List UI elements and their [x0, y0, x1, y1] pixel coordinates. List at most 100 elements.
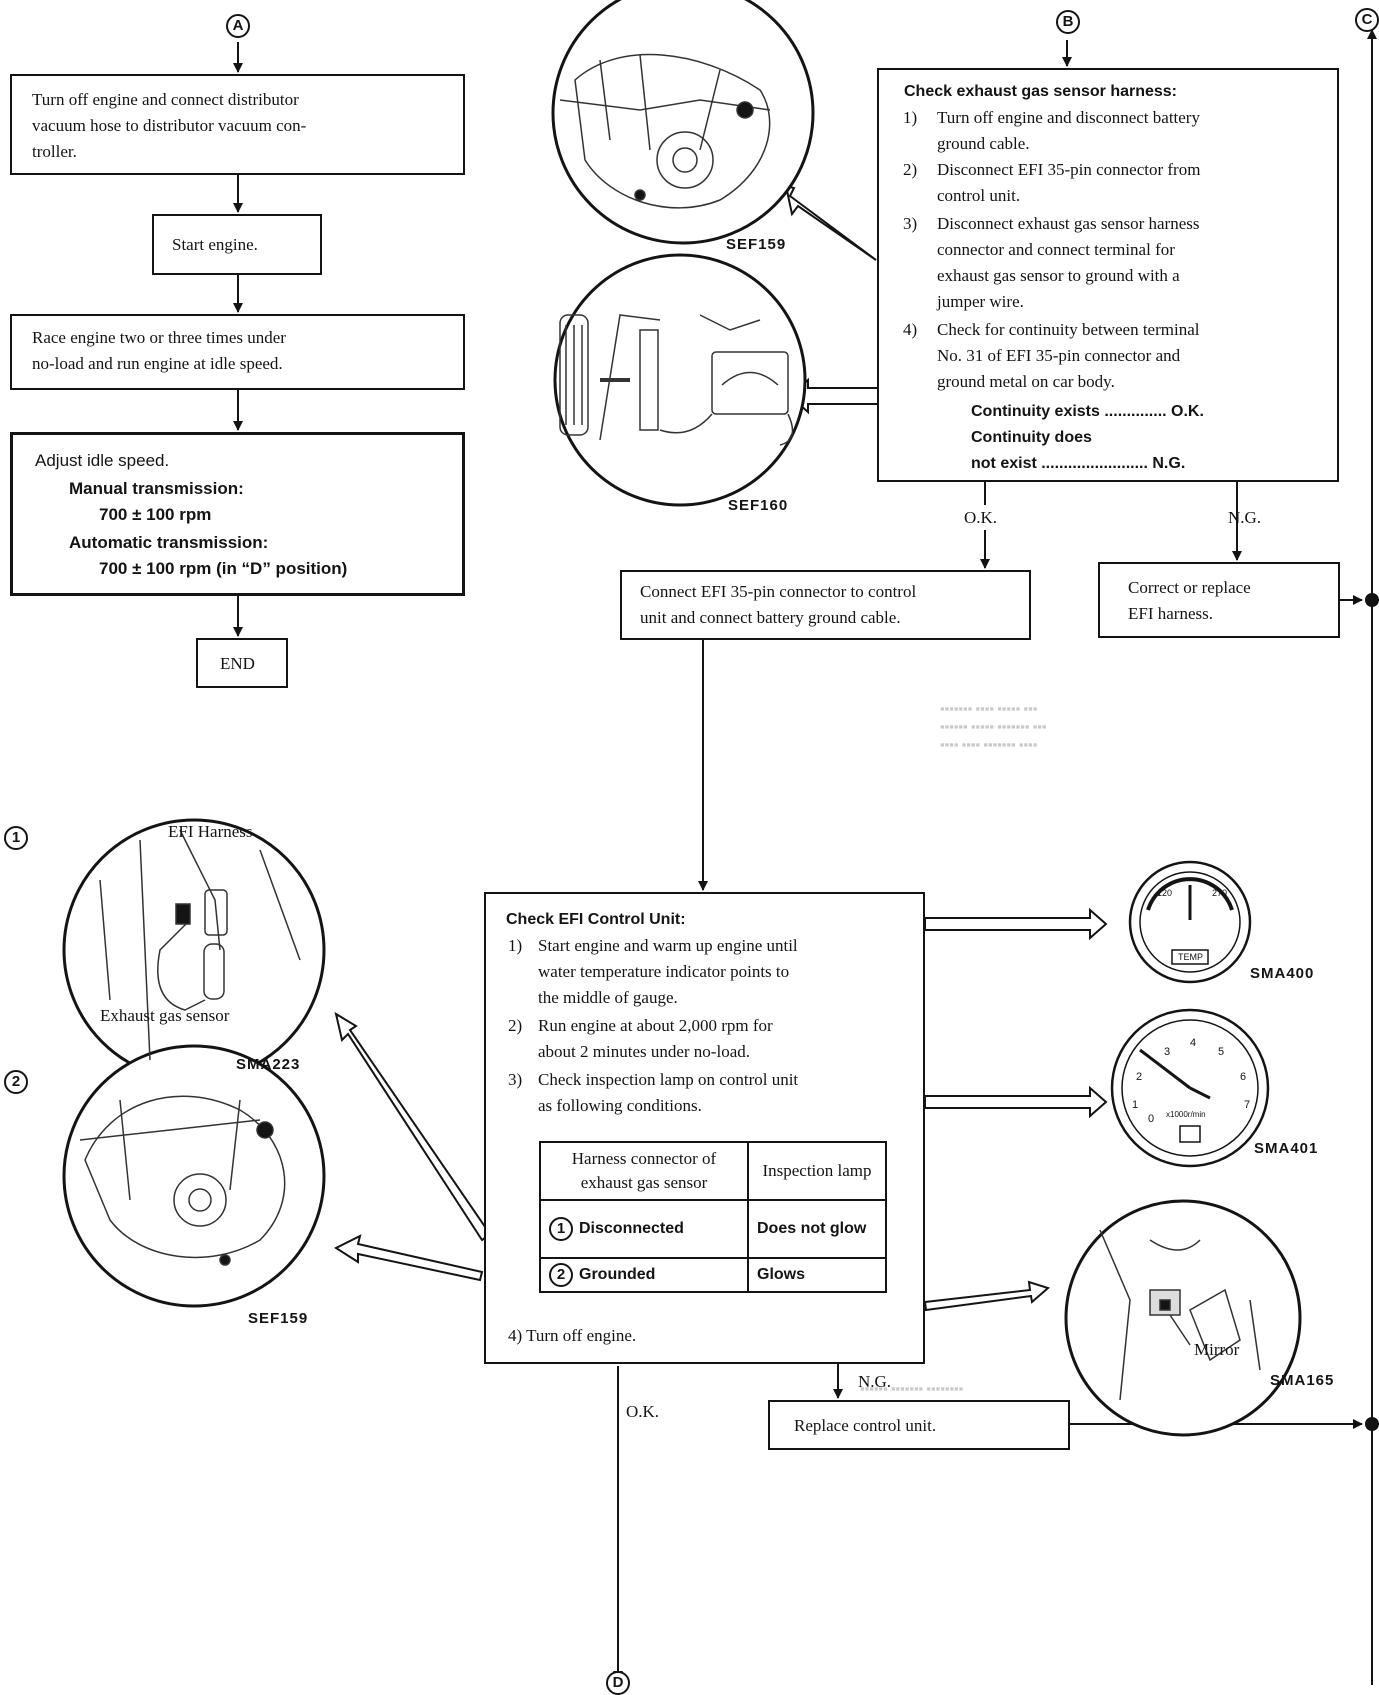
- figure-sma165: [1064, 1199, 1302, 1437]
- cond-text: Disconnected: [579, 1220, 684, 1238]
- cond-cell: 1 Disconnected: [539, 1199, 749, 1259]
- bleed-through-text: ▪▪▪▪▪▪▪ ▪▪▪▪ ▪▪▪▪▪ ▪▪▪▪▪▪▪▪▪ ▪▪▪▪▪ ▪▪▪▪▪…: [940, 701, 1047, 752]
- idle-title: Adjust idle speed.: [35, 451, 170, 470]
- marker-1: 1: [4, 826, 28, 850]
- manual-label: Manual transmission:: [69, 479, 244, 498]
- step-line: exhaust gas sensor to ground with a: [937, 266, 1180, 285]
- table-row: 2 Grounded Glows: [539, 1256, 887, 1294]
- step-check-exhaust-harness: Check exhaust gas sensor harness: 1) Tur…: [877, 68, 1339, 482]
- svg-text:6: 6: [1240, 1071, 1246, 1083]
- step-start-engine: Start engine.: [152, 214, 322, 275]
- cond-cell: 2 Grounded: [539, 1256, 749, 1294]
- control-unit-title: Check EFI Control Unit:: [506, 911, 686, 928]
- result-continuity-ok: Continuity exists .............. O.K.: [971, 403, 1204, 420]
- label-exhaust-gas-sensor: Exhaust gas sensor: [100, 1006, 230, 1025]
- step-line: Turn off engine and disconnect battery: [937, 108, 1200, 127]
- step-line: as following conditions.: [538, 1096, 702, 1115]
- svg-text:7: 7: [1244, 1099, 1250, 1111]
- step-text-line: Turn off engine and connect distributor: [32, 90, 299, 109]
- step-num: 3): [903, 214, 918, 233]
- cond-text: Grounded: [579, 1266, 656, 1284]
- table-header-row: Harness connector of exhaust gas sensor …: [539, 1141, 887, 1201]
- step-line: unit and connect battery ground cable.: [640, 608, 901, 627]
- step-line: Start engine and warm up engine until: [538, 936, 798, 955]
- row-marker: 2: [549, 1263, 573, 1287]
- step-connect-vacuum-hose: Turn off engine and connect distributor …: [10, 74, 465, 175]
- caption-sma165: SMA165: [1270, 1372, 1335, 1389]
- step-num: 1): [508, 936, 523, 955]
- end-terminal: END: [196, 638, 288, 688]
- lamp-cell: Does not glow: [747, 1199, 887, 1259]
- step-text-line: vacuum hose to distributor vacuum con-: [32, 116, 307, 135]
- step-line: about 2 minutes under no-load.: [538, 1042, 750, 1061]
- step-race-engine: Race engine two or three times under no-…: [10, 314, 465, 390]
- svg-text:5: 5: [1218, 1046, 1224, 1058]
- gauge-temp-label: TEMP: [1178, 952, 1204, 962]
- step-num: 1): [903, 108, 918, 127]
- connector-d: D: [606, 1671, 630, 1695]
- branch-ok-label: O.K.: [964, 508, 998, 527]
- step-line: jumper wire.: [937, 292, 1024, 311]
- step-text-line: Start engine.: [172, 235, 258, 254]
- step-connect-efi-connector: Connect EFI 35-pin connector to control …: [620, 570, 1031, 640]
- step-correct-efi-harness: Correct or replace EFI harness.: [1098, 562, 1340, 638]
- connector-b: B: [1056, 10, 1080, 34]
- auto-value: 700 ± 100 rpm (in “D” position): [99, 559, 348, 578]
- figure-sef160: [553, 253, 807, 507]
- step-num: 2): [508, 1016, 523, 1035]
- gauge-low-mark: 120: [1157, 888, 1173, 898]
- inspection-condition-table: Harness connector of exhaust gas sensor …: [539, 1141, 887, 1294]
- step-line: Disconnect EFI 35-pin connector from: [937, 160, 1201, 179]
- step-line: Check inspection lamp on control unit: [538, 1070, 799, 1089]
- svg-text:3: 3: [1164, 1046, 1170, 1058]
- svg-text:0: 0: [1148, 1113, 1154, 1125]
- step-num: 4): [903, 320, 918, 339]
- result-continuity-ng-2: not exist ........................ N.G.: [971, 455, 1186, 472]
- step-line: ground metal on car body.: [937, 372, 1115, 391]
- step-line: No. 31 of EFI 35-pin connector and: [937, 346, 1181, 365]
- step-text-line: Race engine two or three times under: [32, 328, 286, 347]
- step-line: water temperature indicator points to: [538, 962, 790, 981]
- svg-text:4: 4: [1190, 1037, 1196, 1049]
- control-ng-label: N.G.: [858, 1372, 892, 1391]
- manual-value: 700 ± 100 rpm: [99, 505, 212, 524]
- svg-text:2: 2: [1136, 1071, 1142, 1083]
- step-line: control unit.: [937, 186, 1021, 205]
- end-label: END: [220, 654, 255, 673]
- tacho-unit-label: x1000r/min: [1166, 1110, 1206, 1119]
- header-inspection-lamp: Inspection lamp: [747, 1141, 887, 1201]
- step-turn-off-engine: 4) Turn off engine.: [508, 1326, 637, 1345]
- caption-sef159-bottom: SEF159: [248, 1310, 309, 1327]
- step-replace-control-unit: Replace control unit.: [768, 1400, 1070, 1450]
- table-row: 1 Disconnected Does not glow: [539, 1199, 887, 1259]
- step-line: Correct or replace: [1128, 578, 1251, 597]
- label-efi-harness: EFI Harness: [168, 822, 253, 841]
- lamp-cell: Glows: [747, 1256, 887, 1294]
- label-mirror: Mirror: [1194, 1340, 1240, 1359]
- step-line: Disconnect exhaust gas sensor harness: [937, 214, 1200, 233]
- caption-sef159-top: SEF159: [726, 236, 787, 253]
- step-text-line: no-load and run engine at idle speed.: [32, 354, 283, 373]
- row-marker: 1: [549, 1216, 573, 1241]
- harness-title: Check exhaust gas sensor harness:: [904, 83, 1178, 100]
- connector-a: A: [226, 14, 250, 38]
- step-line: connector and connect terminal for: [937, 240, 1175, 259]
- step-line: Connect EFI 35-pin connector to control: [640, 582, 917, 601]
- step-adjust-idle-speed: Adjust idle speed. Manual transmission: …: [10, 432, 465, 596]
- step-num: 3): [508, 1070, 523, 1089]
- caption-sma223: SMA223: [236, 1056, 301, 1073]
- auto-label: Automatic transmission:: [69, 533, 269, 552]
- connector-c: C: [1355, 8, 1379, 32]
- branch-ng-label: N.G.: [1228, 508, 1262, 527]
- caption-sma400: SMA400: [1250, 965, 1315, 982]
- header-harness-connector: Harness connector of exhaust gas sensor: [539, 1141, 749, 1201]
- step-line: EFI harness.: [1128, 604, 1213, 623]
- replace-text: Replace control unit.: [794, 1416, 937, 1435]
- step-line: Run engine at about 2,000 rpm for: [538, 1016, 773, 1035]
- figure-sef159-top: [551, 0, 815, 245]
- step-line: Check for continuity between terminal: [937, 320, 1200, 339]
- caption-sma401: SMA401: [1254, 1140, 1319, 1157]
